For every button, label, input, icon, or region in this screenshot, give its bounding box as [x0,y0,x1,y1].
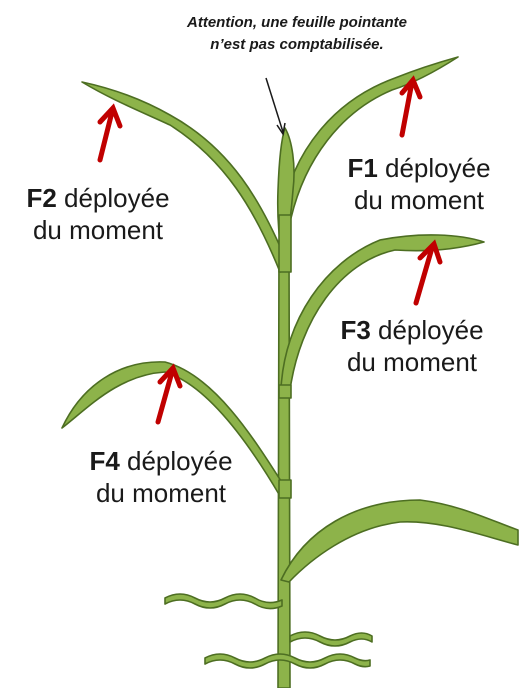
label-F4-line2: du moment [95,478,227,508]
wavy-leaf-3 [204,653,371,669]
label-F2-code: F2 [26,183,57,213]
label-F3: F3 déployée du moment [322,314,502,378]
label-F4: F4 déployée du moment [72,445,250,509]
note-line-2: n’est pas comptabilisée. [210,36,384,53]
label-F3-line1: déployée [370,315,484,345]
note-line-1: Attention, une feuille pointante [187,14,407,31]
sheath-upper [278,214,292,273]
label-F2-line1: déployée [56,183,170,213]
label-F1-line2: du moment [353,185,485,215]
label-F1: F1 déployée du moment [330,152,508,216]
leaf-F3 [280,234,485,391]
label-F2-line2: du moment [32,215,164,245]
label-F1-line1: déployée [377,153,491,183]
label-F1-code: F1 [347,153,378,183]
arrow-F1 [399,75,423,138]
label-F3-code: F3 [340,315,371,345]
leaf-F2 [81,81,291,273]
arrow-F2 [97,103,123,163]
wavy-leaf-2 [289,631,373,647]
plant-body [61,56,519,688]
label-F2: F2 déployée du moment [6,182,190,246]
label-F4-code: F4 [89,446,120,476]
arrow-F4 [155,363,183,425]
wavy-leaf-1 [164,593,283,610]
leaf-F4 [61,361,289,497]
sheath-middle [278,384,292,399]
note-pointing-leaf: Attention, une feuille pointante n’est p… [142,12,452,56]
label-F3-line2: du moment [346,347,478,377]
label-F4-line1: déployée [119,446,233,476]
leaf-F1 [280,56,459,219]
pointer-arrow [265,77,286,136]
sheath-lower [278,479,292,499]
arrows [97,75,443,425]
arrow-F3 [413,239,443,306]
leaf-bottom-right [280,499,519,583]
stem [277,239,291,688]
